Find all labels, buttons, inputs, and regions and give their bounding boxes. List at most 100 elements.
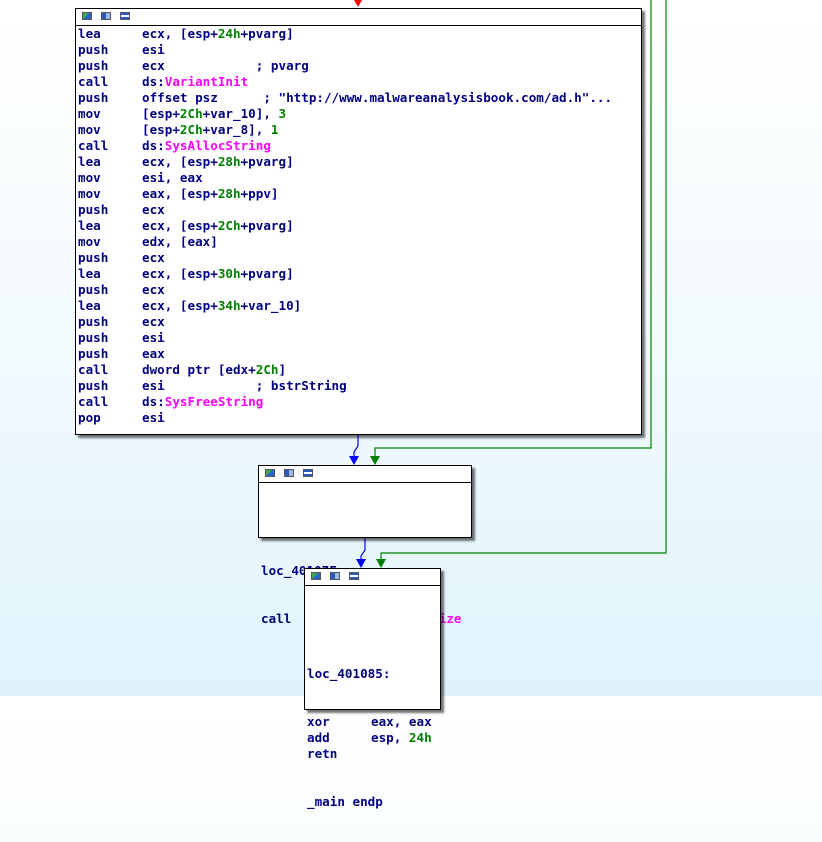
instruction-line[interactable]: retn (307, 746, 440, 762)
immediate-value[interactable]: 2Ch (255, 362, 279, 377)
mnemonic[interactable]: push (78, 282, 109, 297)
operand[interactable]: ds: (142, 74, 165, 89)
operand[interactable]: ds: (142, 394, 165, 409)
operand[interactable]: +var_10], (202, 106, 279, 121)
mnemonic[interactable]: call (78, 138, 109, 153)
operand[interactable]: +pvarg] (240, 154, 294, 169)
immediate-value[interactable]: 2Ch (179, 122, 203, 137)
operand[interactable]: +var_10] (240, 298, 302, 313)
mnemonic[interactable]: lea (78, 154, 101, 169)
operand[interactable]: +ppv] (240, 186, 279, 201)
graph-color-icon[interactable] (82, 12, 92, 20)
text-view-icon[interactable] (349, 572, 359, 580)
operand[interactable]: dword ptr [edx+ (142, 362, 256, 377)
mnemonic[interactable]: push (78, 314, 109, 329)
text-view-icon[interactable] (303, 469, 313, 477)
operand[interactable]: ] (278, 362, 287, 377)
mnemonic[interactable]: call (261, 611, 292, 626)
mnemonic[interactable]: retn (307, 746, 338, 761)
mnemonic[interactable]: push (78, 330, 109, 345)
operand[interactable]: edx, [eax] (142, 234, 218, 249)
operand[interactable]: ecx, [esp+ (142, 26, 218, 41)
graph-color-icon[interactable] (311, 572, 321, 580)
operand[interactable]: ecx, [esp+ (142, 298, 218, 313)
group-nodes-icon[interactable] (101, 12, 111, 20)
operand[interactable]: ecx, [esp+ (142, 154, 218, 169)
mnemonic[interactable]: push (78, 202, 109, 217)
comment[interactable]: ; pvarg (164, 58, 309, 73)
immediate-value[interactable]: 24h (408, 730, 432, 745)
immediate-value[interactable]: 24h (217, 26, 241, 41)
operand[interactable]: ecx (142, 58, 165, 73)
instruction-line[interactable]: push ecx (78, 314, 641, 330)
mnemonic[interactable]: mov (78, 170, 101, 185)
operand[interactable]: [esp+ (142, 106, 180, 121)
operand[interactable]: esi (142, 330, 165, 345)
instruction-line[interactable]: push ecx (78, 250, 641, 266)
instruction-line[interactable]: push ecx (78, 282, 641, 298)
mnemonic[interactable]: xor (307, 714, 330, 729)
operand[interactable]: esi (142, 42, 165, 57)
instruction-line[interactable]: mov [esp+2Ch+var_10], 3 (78, 106, 641, 122)
instruction-line[interactable]: lea ecx, [esp+28h+pvarg] (78, 154, 641, 170)
mnemonic[interactable]: push (78, 250, 109, 265)
group-nodes-icon[interactable] (284, 469, 294, 477)
mnemonic[interactable]: call (78, 362, 109, 377)
code-label[interactable]: loc_401085: (307, 666, 391, 681)
operand[interactable]: offset psz (142, 90, 218, 105)
immediate-value[interactable]: 1 (270, 122, 279, 137)
instruction-line[interactable]: push ecx (78, 202, 641, 218)
mnemonic[interactable]: pop (78, 410, 101, 425)
mnemonic[interactable]: lea (78, 298, 101, 313)
immediate-value[interactable]: 28h (217, 154, 241, 169)
operand[interactable]: [esp+ (142, 122, 180, 137)
mnemonic[interactable]: push (78, 90, 109, 105)
operand[interactable]: ecx (142, 202, 165, 217)
immediate-value[interactable]: 34h (217, 298, 241, 313)
mnemonic[interactable]: call (78, 74, 109, 89)
immediate-value[interactable]: 2Ch (179, 106, 203, 121)
mnemonic[interactable]: push (78, 378, 109, 393)
operand[interactable]: esi, eax (142, 170, 203, 185)
text-view-icon[interactable] (120, 12, 130, 20)
operand[interactable]: ecx, [esp+ (142, 218, 218, 233)
mnemonic[interactable]: lea (78, 26, 101, 41)
operand[interactable]: +pvarg] (240, 218, 294, 233)
group-nodes-icon[interactable] (330, 572, 340, 580)
function-name[interactable]: SysAllocString (164, 138, 271, 153)
mnemonic[interactable]: lea (78, 266, 101, 281)
mnemonic[interactable]: lea (78, 218, 101, 233)
operand[interactable]: ecx (142, 250, 165, 265)
operand[interactable]: ecx (142, 314, 165, 329)
operand[interactable]: ecx (142, 282, 165, 297)
comment[interactable]: ; bstrString (164, 378, 347, 393)
instruction-line[interactable]: lea ecx, [esp+2Ch+pvarg] (78, 218, 641, 234)
instruction-line[interactable]: mov esi, eax (78, 170, 641, 186)
operand[interactable]: +var_8], (202, 122, 271, 137)
immediate-value[interactable]: 3 (278, 106, 287, 121)
mnemonic[interactable]: mov (78, 186, 101, 201)
immediate-value[interactable]: 28h (217, 186, 241, 201)
mnemonic[interactable]: push (78, 58, 109, 73)
immediate-value[interactable]: 2Ch (217, 218, 241, 233)
mnemonic[interactable]: add (307, 730, 330, 745)
operand[interactable]: ds: (142, 138, 165, 153)
operand[interactable]: esi (142, 378, 165, 393)
operand[interactable]: eax, eax (371, 714, 432, 729)
mnemonic[interactable]: mov (78, 122, 101, 137)
operand[interactable]: +pvarg] (240, 26, 294, 41)
instruction-line[interactable]: push esi (78, 330, 641, 346)
immediate-value[interactable]: 30h (217, 266, 241, 281)
instruction-line[interactable]: push esi ; bstrString (78, 378, 641, 394)
instruction-line[interactable]: push ecx ; pvarg (78, 58, 641, 74)
operand[interactable]: +pvarg] (240, 266, 294, 281)
mnemonic[interactable]: mov (78, 106, 101, 121)
